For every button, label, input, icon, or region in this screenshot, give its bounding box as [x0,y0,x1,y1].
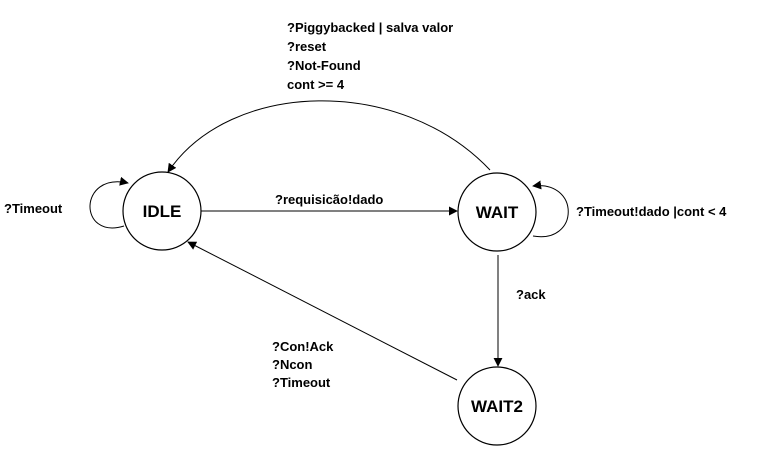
state-wait-circle [457,172,537,252]
state-wait2: WAIT2 [457,366,537,446]
state-wait-label: WAIT [476,203,519,222]
state-idle-label: IDLE [143,202,182,221]
edge-wait-self-loop [532,180,569,238]
state-idle: IDLE [122,171,202,251]
edge-wait2-to-idle [187,241,458,381]
state-wait2-circle [457,366,537,446]
label-wait-self-1: ?Timeout!dado |cont < 4 [576,204,727,219]
label-wait-to-idle-4: cont >= 4 [287,77,345,92]
label-wait2-to-idle-2: ?Ncon [272,357,313,372]
label-wait-to-idle-1: ?Piggybacked | salva valor [287,20,453,35]
edge-idle-self-loop [89,176,129,229]
label-wait2-to-idle-1: ?Con!Ack [272,339,334,354]
label-wait2-to-idle-3: ?Timeout [272,375,331,390]
label-idle-to-wait-1: ?requisicão!dado [275,192,383,207]
state-wait: WAIT [457,172,537,252]
label-wait-to-idle-3: ?Not-Found [287,58,361,73]
state-idle-circle [122,171,202,251]
edge-wait-to-idle [167,100,491,173]
state-wait2-label: WAIT2 [471,397,523,416]
label-wait-to-idle-2: ?reset [287,39,327,54]
label-wait-to-wait2-1: ?ack [516,287,546,302]
label-idle-self-1: ?Timeout [4,201,63,216]
